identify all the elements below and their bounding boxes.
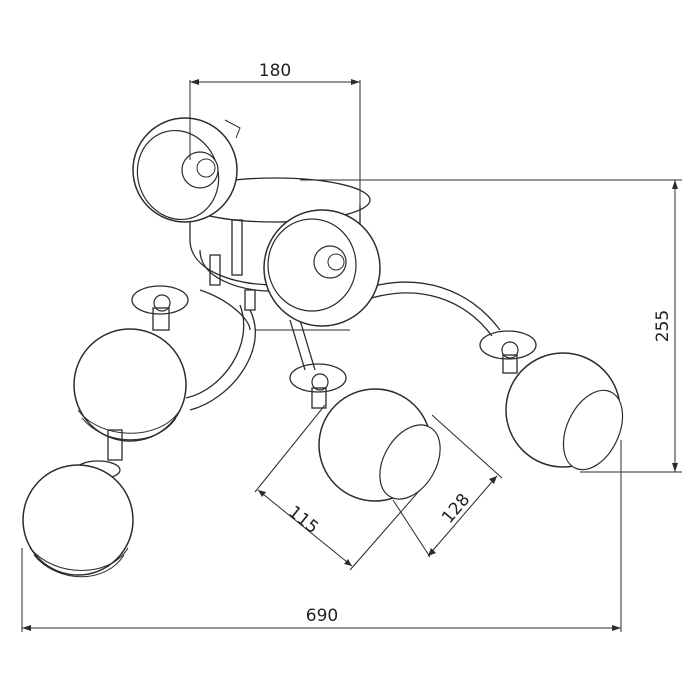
shade-left-lower (22, 429, 134, 578)
dimension-255-label: 255 (653, 310, 673, 342)
dimension-115-label: 115 (284, 502, 322, 538)
dimension-255: 255 (300, 179, 682, 473)
dimension-128-label: 128 (438, 490, 474, 528)
dimension-180-label: 180 (259, 61, 291, 81)
shade-center-lower (289, 363, 441, 502)
lamp-arms (185, 281, 501, 411)
shade-right (479, 330, 624, 471)
dimension-690: 690 (21, 440, 622, 632)
shade-left-upper (73, 285, 189, 442)
dimension-180: 180 (189, 61, 361, 215)
shade-top-left (132, 117, 241, 223)
dimension-690-label: 690 (306, 606, 338, 626)
shade-top-center (263, 209, 381, 327)
